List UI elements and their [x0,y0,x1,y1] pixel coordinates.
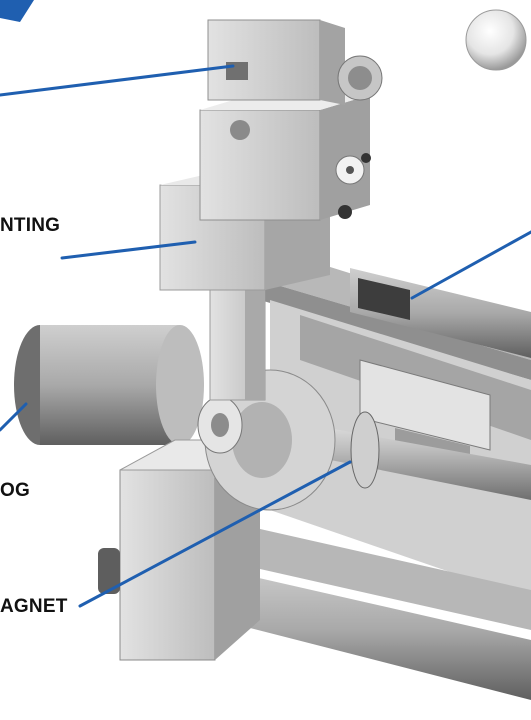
indicator-sphere [465,9,527,71]
front-block [119,469,216,661]
leader-mounting [60,240,197,260]
leader-magnet [78,460,352,608]
lower-rod [180,560,531,700]
callout-mounting: NTING [0,215,61,236]
callout-dog: OG [0,480,30,501]
hex-screw [338,205,352,219]
leader-connector [0,64,235,97]
leader-dog [0,402,28,432]
magnet-ring [350,411,380,489]
left-fitting [98,548,120,594]
leader-nut [410,230,531,300]
callout-magnet: AGNET [0,596,68,617]
top-blue-stroke [0,0,34,22]
rod-nut [358,278,410,320]
piston-block [359,359,491,451]
valve-block [199,109,321,221]
connector-head [207,19,321,101]
